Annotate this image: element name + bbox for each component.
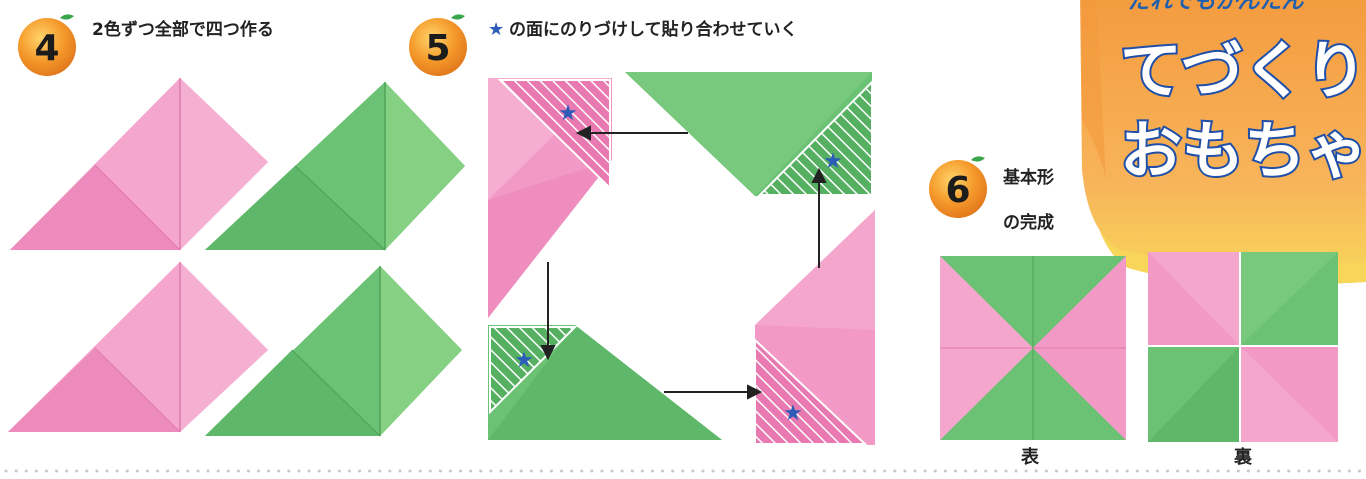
finished-back <box>1148 252 1338 442</box>
back-label: 裏 <box>1233 446 1253 468</box>
green-triangle-1 <box>205 82 465 251</box>
pink-triangle-2 <box>8 262 268 433</box>
step-6: 6 基本形 の完成 表 裏 <box>929 156 1338 468</box>
step-number-badge: 5 <box>409 14 467 76</box>
star-icon: ★ <box>823 149 843 174</box>
finished-front <box>940 256 1126 440</box>
step-instruction: 2色ずつ全部で四つ作る <box>92 19 274 40</box>
pink-triangle-1 <box>10 78 268 251</box>
arrows <box>540 125 827 400</box>
arrow-right-icon <box>747 384 763 400</box>
step-number-badge: 6 <box>929 156 987 218</box>
step-5: 5 ★ の面にのりづけして貼り合わせていく ★ ★ ★ <box>409 14 875 445</box>
arrow-up-icon <box>811 167 827 183</box>
star-icon: ★ <box>783 401 803 426</box>
title-badge: だれでもかんたん てづくり おもちゃ <box>1080 0 1366 285</box>
front-label: 表 <box>1021 446 1040 468</box>
badge-title-line2: おもちゃ <box>1120 114 1366 187</box>
star-icon: ★ <box>558 101 578 126</box>
glue-area <box>757 79 873 196</box>
step-number: 4 <box>34 28 59 69</box>
arrow-left-icon <box>575 125 591 141</box>
arrow-down-icon <box>540 345 556 361</box>
badge-title-line1: てづくり <box>1120 34 1366 107</box>
step-instruction: の面にのりづけして貼り合わせていく <box>509 19 798 40</box>
step-number: 6 <box>945 170 970 211</box>
star-icon: ★ <box>488 19 504 40</box>
step-number-badge: 4 <box>18 14 76 76</box>
badge-tagline: だれでもかんたん <box>1128 0 1304 14</box>
pink-piece-bottom-right: ★ <box>754 210 875 445</box>
star-icon: ★ <box>514 348 534 373</box>
step-instruction-line2: の完成 <box>1003 212 1054 233</box>
step-instruction-line1: 基本形 <box>1002 167 1054 188</box>
green-piece-bottom-left: ★ <box>488 325 722 440</box>
pink-piece-top-left: ★ <box>488 78 612 318</box>
green-triangle-2 <box>205 266 462 437</box>
green-piece-top-right: ★ <box>625 72 873 196</box>
step-number: 5 <box>425 28 450 69</box>
step-4: 4 2色ずつ全部で四つ作る <box>8 14 465 437</box>
